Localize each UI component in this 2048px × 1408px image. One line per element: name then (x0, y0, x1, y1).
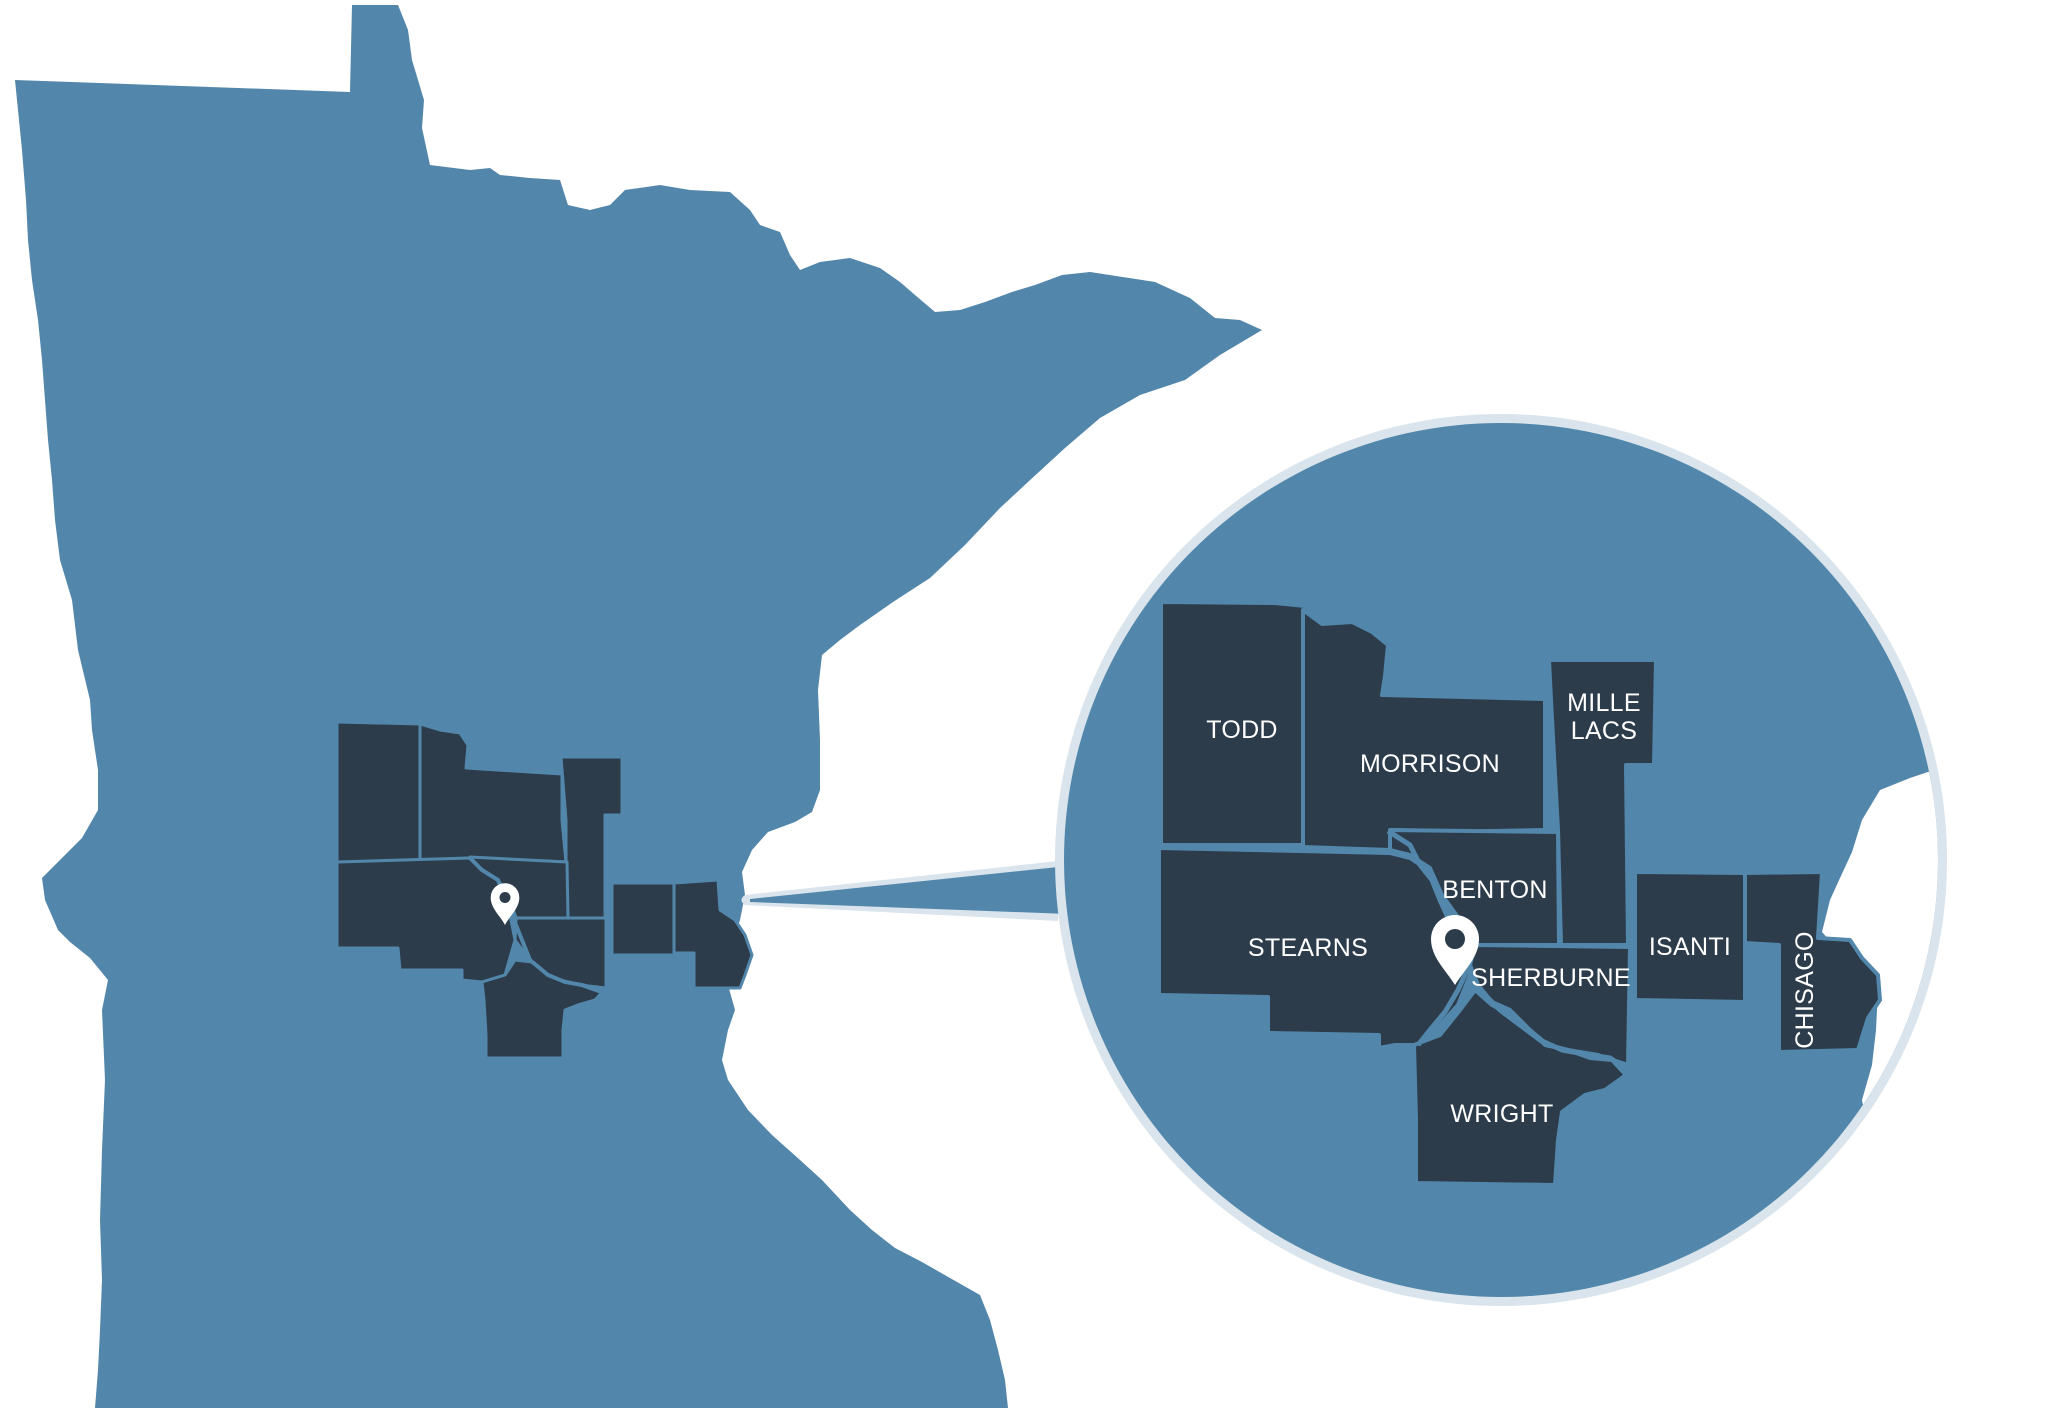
inset-counties (1157, 600, 1882, 1187)
label-chisago: CHISAGO (1791, 931, 1819, 1048)
inset-river (1386, 828, 1627, 1071)
label-isanti: ISANTI (1649, 933, 1731, 961)
label-sherburne: SHERBURNE (1471, 964, 1631, 992)
label-morrison: MORRISON (1360, 750, 1500, 778)
main-river (468, 856, 607, 993)
main-county-chisago (672, 878, 754, 990)
label-wright: WRIGHT (1450, 1100, 1553, 1128)
label-benton: BENTON (1442, 876, 1548, 904)
label-mille-lacs-line2: LACS (1571, 717, 1638, 745)
inset-county-benton (1388, 828, 1561, 947)
callout-pointer-inner (750, 866, 1068, 914)
label-stearns: STEARNS (1248, 934, 1368, 962)
inset-map-pin-icon (1431, 915, 1479, 985)
inset-labels: TODD MORRISON MILLE LACS BENTON STEARNS … (1206, 689, 1819, 1128)
main-county-todd (335, 720, 422, 865)
inset-county-chisago (1743, 870, 1882, 1054)
main-map-pin-icon (490, 883, 520, 925)
inset-outside-area (1822, 760, 1938, 1200)
label-mille-lacs-line1: MILLE (1567, 689, 1641, 717)
label-todd: TODD (1206, 716, 1278, 744)
main-county-isanti (610, 881, 676, 957)
main-county-mille-lacs (559, 755, 624, 920)
inset-county-isanti (1633, 870, 1747, 1004)
inset-river-branch (1416, 966, 1471, 1047)
minnesota-state-shape (15, 5, 1262, 1408)
